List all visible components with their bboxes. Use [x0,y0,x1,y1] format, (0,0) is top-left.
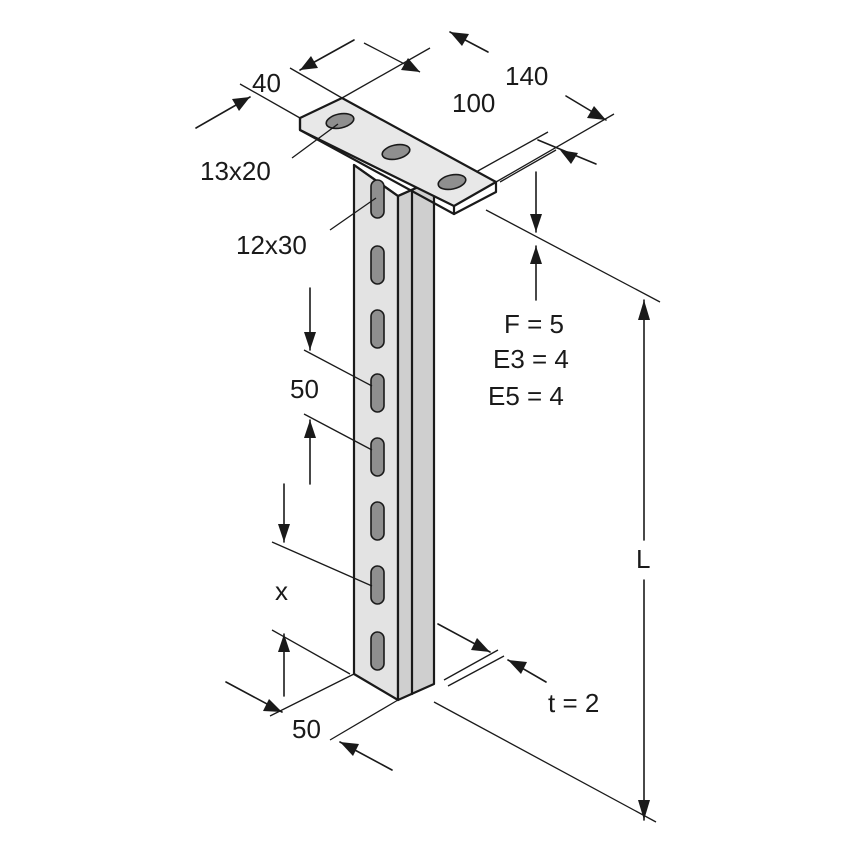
width-label: 50 [292,714,321,744]
side-slot [370,437,385,477]
dimension-40-label: 40 [252,68,281,98]
slot-side-label: 12x30 [236,230,307,260]
length-label: L [636,544,650,574]
slot-top-callout: 13x20 [200,123,339,186]
dimension-thickness: t = 2 [437,623,599,718]
offset-label: x [275,576,288,606]
load-e3-label: E3 = 4 [493,344,569,374]
side-slot [370,565,385,605]
side-slots [370,179,385,671]
thickness-label: t = 2 [548,688,599,718]
load-arrows: F = 5 E3 = 4 E5 = 4 [485,171,661,411]
plate-slot [325,112,355,130]
plate-slot [437,173,467,191]
slot-top-label: 13x20 [200,156,271,186]
side-slot [370,501,385,541]
side-slot [370,631,385,671]
channel-front-face [352,163,400,702]
dimension-140-label: 140 [505,61,548,91]
side-slot [370,309,385,349]
dimension-spacing-50: 50 [290,287,373,485]
dimension-width-50: 50 [225,673,399,771]
dimension-length: L [433,299,657,823]
dimension-100: 100 [452,88,597,183]
spacing-label: 50 [290,374,319,404]
side-slot [370,245,385,285]
channel-side-face [396,178,436,702]
slot-side-callout: 12x30 [236,197,377,260]
side-slot [370,179,385,219]
side-slot [370,373,385,413]
dimension-100-label: 100 [452,88,495,118]
load-e5-label: E5 = 4 [488,381,564,411]
dimension-offset-x: x [271,483,373,697]
head-plate [298,96,498,216]
channel-profile [352,163,436,702]
dimension-40: 40 [195,39,355,129]
load-f-label: F = 5 [504,309,564,339]
dimension-140: 140 [341,31,615,183]
plate-slot [381,143,411,161]
